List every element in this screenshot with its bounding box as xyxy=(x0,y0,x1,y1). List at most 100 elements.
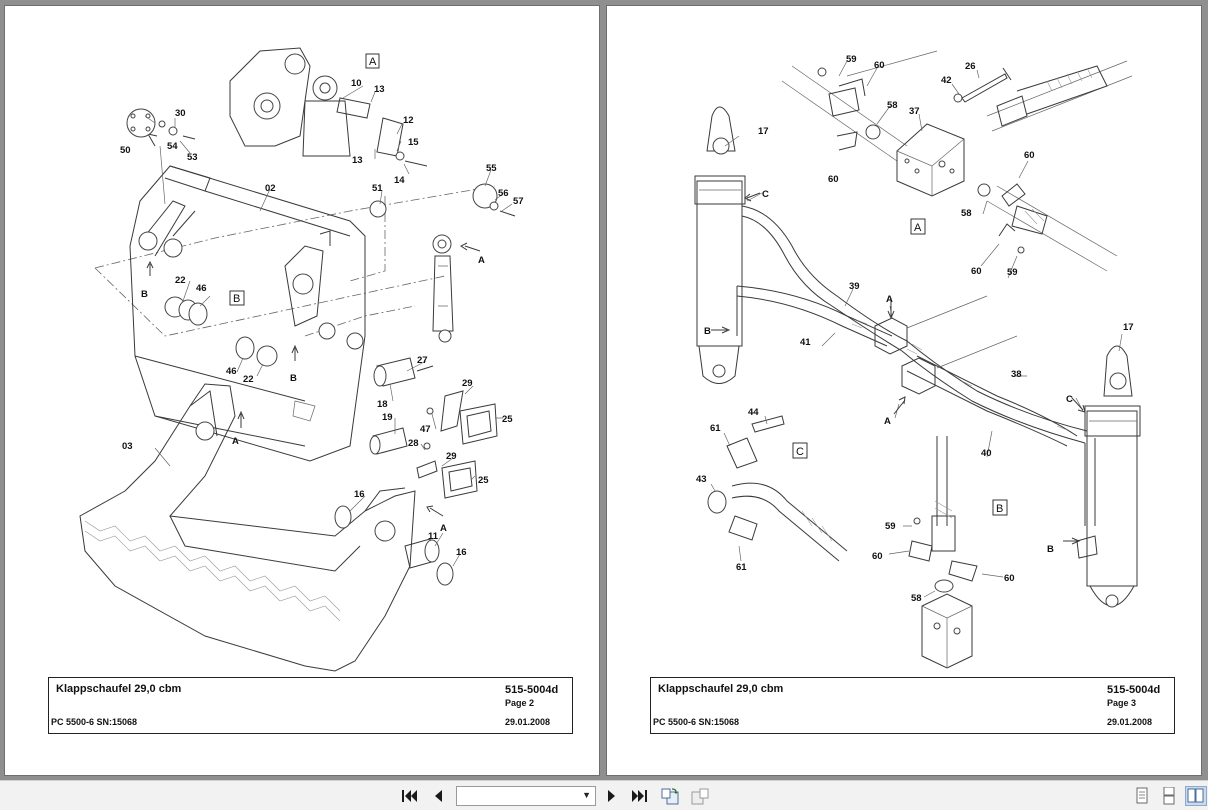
svg-text:B: B xyxy=(233,293,240,305)
svg-text:46: 46 xyxy=(196,283,207,294)
svg-text:17: 17 xyxy=(1123,322,1134,333)
svg-text:19: 19 xyxy=(382,412,393,423)
svg-text:58: 58 xyxy=(911,593,922,604)
svg-text:15: 15 xyxy=(408,137,419,148)
page-number: Page 3 xyxy=(1107,698,1137,708)
title-block-page-2: Klappschaufel 29,0 cbm PC 5500-6 SN:1506… xyxy=(48,677,573,734)
svg-text:60: 60 xyxy=(1004,573,1015,584)
rotate-counterclockwise-button[interactable] xyxy=(689,786,711,806)
svg-text:57: 57 xyxy=(513,196,524,207)
drawing-title: Klappschaufel 29,0 cbm xyxy=(56,683,182,695)
svg-text:C: C xyxy=(1066,394,1073,405)
svg-text:37: 37 xyxy=(909,106,920,117)
parts-diagram-page-3: 59 60 58 37 42 26 17 C 60 60 58 60 59 39… xyxy=(694,50,1141,669)
svg-text:27: 27 xyxy=(417,355,428,366)
svg-text:25: 25 xyxy=(478,475,489,486)
svg-text:12: 12 xyxy=(403,115,414,126)
svg-text:A: A xyxy=(478,255,485,266)
svg-text:60: 60 xyxy=(872,551,883,562)
svg-text:44: 44 xyxy=(748,407,759,418)
svg-text:B: B xyxy=(996,503,1003,515)
document-page-3: 59 60 58 37 42 26 17 C 60 60 58 60 59 39… xyxy=(607,6,1201,775)
svg-text:22: 22 xyxy=(175,275,186,286)
navigation-toolbar: ▼ xyxy=(0,780,1208,810)
svg-text:30: 30 xyxy=(175,108,186,119)
svg-text:13: 13 xyxy=(352,155,363,166)
svg-text:39: 39 xyxy=(849,281,860,292)
document-page-2: 50 30 54 53 02 10 13 12 15 13 14 55 56 5… xyxy=(5,6,599,775)
svg-text:B: B xyxy=(704,326,711,337)
drawing-date: 29.01.2008 xyxy=(1107,717,1153,727)
svg-text:A: A xyxy=(884,416,891,427)
svg-text:46: 46 xyxy=(226,366,237,377)
drawing-date: 29.01.2008 xyxy=(505,717,551,727)
machine-model: PC 5500-6 SN:15068 xyxy=(51,717,138,727)
single-page-icon xyxy=(1136,787,1148,804)
svg-text:55: 55 xyxy=(486,163,497,174)
previous-page-button[interactable] xyxy=(427,786,449,806)
drawing-title: Klappschaufel 29,0 cbm xyxy=(658,683,784,695)
svg-text:43: 43 xyxy=(696,474,707,485)
page-number: Page 2 xyxy=(505,698,535,708)
svg-text:50: 50 xyxy=(120,145,131,156)
drawing-code: 515-5004d xyxy=(505,684,559,696)
document-viewport[interactable]: 50 30 54 53 02 10 13 12 15 13 14 55 56 5… xyxy=(0,0,1208,780)
continuous-view-button[interactable] xyxy=(1158,786,1180,806)
two-page-view-button[interactable] xyxy=(1185,786,1207,806)
parts-diagram-page-2: 50 30 54 53 02 10 13 12 15 13 14 55 56 5… xyxy=(79,47,524,672)
triangle-left-icon xyxy=(435,790,442,802)
svg-text:A: A xyxy=(440,523,447,534)
svg-text:40: 40 xyxy=(981,448,992,459)
page-select-dropdown[interactable]: ▼ xyxy=(456,786,596,806)
svg-text:03: 03 xyxy=(122,441,133,452)
svg-text:56: 56 xyxy=(498,188,509,199)
svg-text:41: 41 xyxy=(800,337,811,348)
svg-text:C: C xyxy=(762,189,769,200)
svg-text:A: A xyxy=(914,222,922,234)
svg-text:60: 60 xyxy=(874,60,885,71)
svg-text:38: 38 xyxy=(1011,369,1022,380)
first-page-button[interactable] xyxy=(398,786,420,806)
two-page-icon xyxy=(1187,788,1204,803)
svg-text:16: 16 xyxy=(456,547,467,558)
svg-text:10: 10 xyxy=(351,78,362,89)
svg-text:59: 59 xyxy=(885,521,896,532)
last-page-button[interactable] xyxy=(629,786,651,806)
rotate-page-icon xyxy=(661,788,679,805)
svg-text:16: 16 xyxy=(354,489,365,500)
svg-text:17: 17 xyxy=(758,126,769,137)
skip-forward-icon xyxy=(632,790,647,802)
svg-text:60: 60 xyxy=(828,174,839,185)
rotate-clockwise-button[interactable] xyxy=(659,786,681,806)
svg-text:53: 53 xyxy=(187,152,198,163)
svg-text:42: 42 xyxy=(941,75,952,86)
svg-text:58: 58 xyxy=(887,100,898,111)
svg-text:B: B xyxy=(141,289,148,300)
machine-model: PC 5500-6 SN:15068 xyxy=(653,717,740,727)
svg-text:C: C xyxy=(796,446,804,458)
svg-text:59: 59 xyxy=(1007,267,1018,278)
svg-text:26: 26 xyxy=(965,61,976,72)
svg-text:60: 60 xyxy=(1024,150,1035,161)
chevron-down-icon: ▼ xyxy=(582,790,591,800)
svg-text:54: 54 xyxy=(167,141,178,152)
title-block-page-3: Klappschaufel 29,0 cbm PC 5500-6 SN:1506… xyxy=(650,677,1175,734)
continuous-pages-icon xyxy=(1163,787,1175,805)
svg-text:60: 60 xyxy=(971,266,982,277)
drawing-code: 515-5004d xyxy=(1107,684,1161,696)
svg-text:29: 29 xyxy=(462,378,473,389)
svg-text:B: B xyxy=(290,373,297,384)
svg-text:18: 18 xyxy=(377,399,388,410)
svg-text:A: A xyxy=(369,56,377,68)
svg-text:61: 61 xyxy=(736,562,747,573)
svg-text:58: 58 xyxy=(961,208,972,219)
svg-text:11: 11 xyxy=(428,531,439,542)
svg-text:B: B xyxy=(1047,544,1054,555)
single-page-view-button[interactable] xyxy=(1131,786,1153,806)
next-page-button[interactable] xyxy=(601,786,623,806)
svg-text:28: 28 xyxy=(408,438,419,449)
svg-text:51: 51 xyxy=(372,183,383,194)
svg-text:22: 22 xyxy=(243,374,254,385)
svg-text:A: A xyxy=(232,436,239,447)
svg-text:61: 61 xyxy=(710,423,721,434)
